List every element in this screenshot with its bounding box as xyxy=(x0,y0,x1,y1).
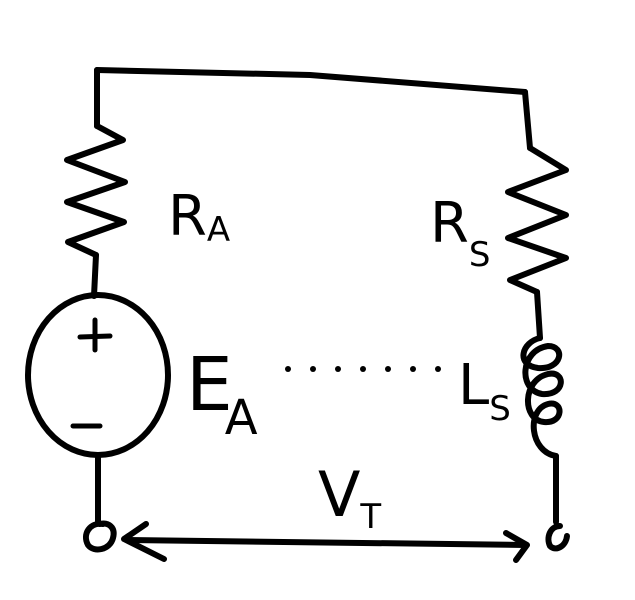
terminal-left xyxy=(82,520,117,553)
label-ls: LS xyxy=(458,353,511,429)
label-rs: RS xyxy=(430,191,491,275)
left-wire-middle xyxy=(91,252,99,299)
label-ra-subscript: A xyxy=(207,210,230,250)
label-vt: VT xyxy=(318,458,381,537)
right-wire-upper xyxy=(522,89,533,151)
label-ls-subscript: S xyxy=(489,389,511,429)
inductor-ls xyxy=(520,335,564,459)
label-ea-subscript: A xyxy=(225,390,258,446)
top-wire xyxy=(94,67,528,95)
plus-sign xyxy=(77,317,113,353)
coupling-dotted-line xyxy=(285,366,441,372)
label-vt-symbol: V xyxy=(318,458,360,531)
label-ea: EA xyxy=(186,342,258,446)
label-ra-symbol: R xyxy=(168,184,207,249)
vt-arrow-head-left xyxy=(121,521,167,562)
vt-arrow-line xyxy=(125,537,528,548)
resistor-a xyxy=(64,123,128,258)
label-vt-subscript: T xyxy=(359,497,381,537)
label-rs-symbol: R xyxy=(430,191,469,256)
vt-arrow-head-right xyxy=(503,530,530,563)
label-rs-subscript: S xyxy=(469,235,491,275)
label-ls-symbol: L xyxy=(458,353,489,418)
label-ea-symbol: E xyxy=(186,342,233,428)
terminal-right xyxy=(545,523,570,552)
voltage-source-ea xyxy=(25,292,171,458)
label-ra: RA xyxy=(168,184,230,250)
right-wire-middle xyxy=(534,289,543,341)
resistor-s xyxy=(505,145,569,295)
